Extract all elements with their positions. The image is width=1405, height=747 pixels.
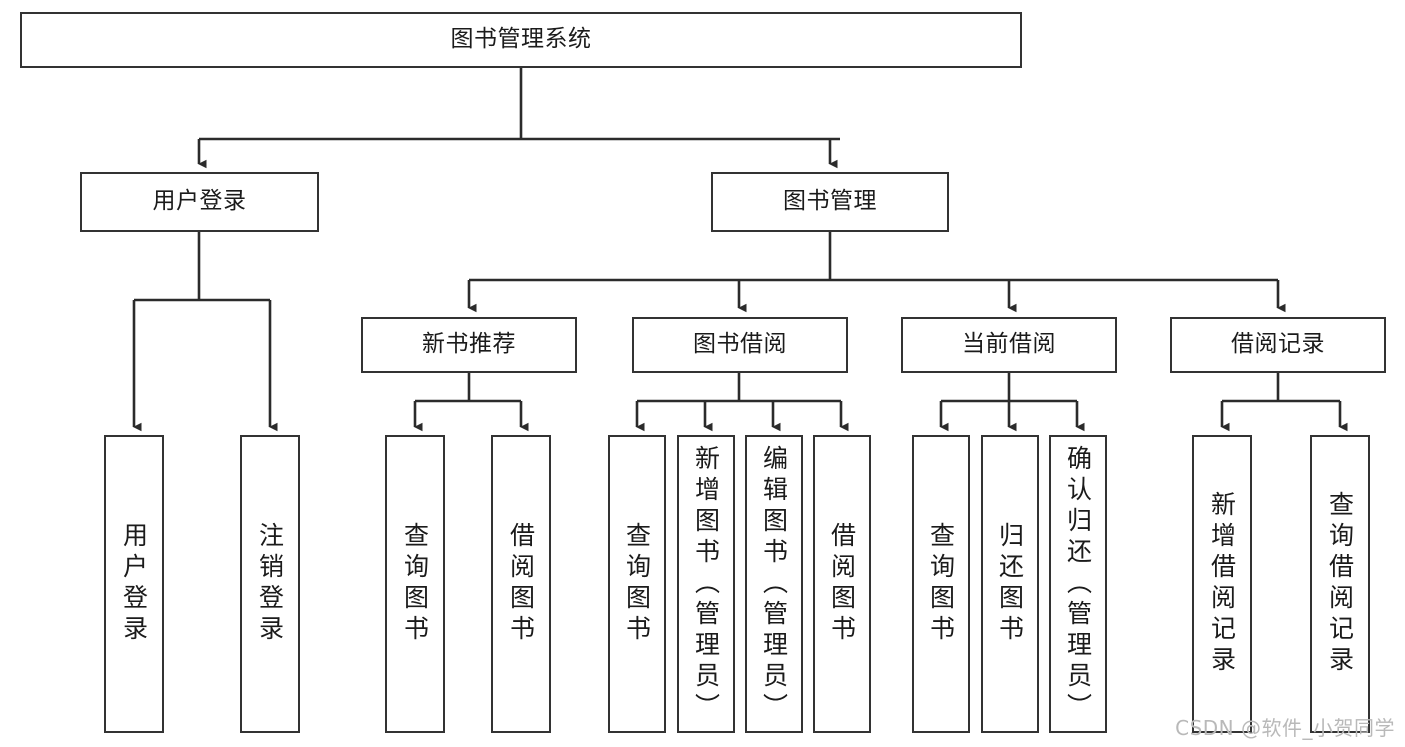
- node-book-borrow[interactable]: 图书借阅: [632, 317, 848, 373]
- node-label: 注销登录: [255, 522, 285, 646]
- leaf-user-login-login[interactable]: 用户登录: [104, 435, 164, 733]
- node-label: 归还图书: [995, 522, 1025, 646]
- node-book-management[interactable]: 图书管理: [711, 172, 949, 232]
- node-label: 用户登录: [119, 522, 149, 646]
- node-label: 确认归还（管理员）: [1063, 444, 1093, 724]
- node-label: 编辑图书（管理员）: [759, 444, 789, 724]
- node-label: 新增图书（管理员）: [691, 444, 721, 724]
- node-label: 借阅记录: [1231, 331, 1325, 358]
- node-borrow-record[interactable]: 借阅记录: [1170, 317, 1386, 373]
- node-label: 新增借阅记录: [1207, 491, 1237, 677]
- leaf-current-borrow-query[interactable]: 查询图书: [912, 435, 970, 733]
- node-label: 借阅图书: [506, 522, 536, 646]
- leaf-user-login-logout[interactable]: 注销登录: [240, 435, 300, 733]
- leaf-book-borrow-query[interactable]: 查询图书: [608, 435, 666, 733]
- node-label: 查询图书: [400, 522, 430, 646]
- leaf-current-borrow-confirm-return[interactable]: 确认归还（管理员）: [1049, 435, 1107, 733]
- node-label: 查询借阅记录: [1325, 491, 1355, 677]
- leaf-new-book-borrow[interactable]: 借阅图书: [491, 435, 551, 733]
- node-label: 借阅图书: [827, 522, 857, 646]
- node-label: 新书推荐: [422, 331, 516, 358]
- node-user-login[interactable]: 用户登录: [80, 172, 319, 232]
- leaf-book-borrow-add[interactable]: 新增图书（管理员）: [677, 435, 735, 733]
- watermark-text: CSDN @软件_小贺同学: [1175, 716, 1395, 740]
- node-new-book-recommend[interactable]: 新书推荐: [361, 317, 577, 373]
- leaf-book-borrow-edit[interactable]: 编辑图书（管理员）: [745, 435, 803, 733]
- node-label: 图书管理系统: [450, 26, 592, 53]
- leaf-new-book-query[interactable]: 查询图书: [385, 435, 445, 733]
- node-label: 用户登录: [152, 188, 247, 215]
- node-label: 查询图书: [926, 522, 956, 646]
- node-current-borrow[interactable]: 当前借阅: [901, 317, 1117, 373]
- leaf-borrow-record-query[interactable]: 查询借阅记录: [1310, 435, 1370, 733]
- node-label: 图书管理: [783, 188, 877, 215]
- node-label: 查询图书: [622, 522, 652, 646]
- node-label: 图书借阅: [693, 331, 787, 358]
- leaf-borrow-record-add[interactable]: 新增借阅记录: [1192, 435, 1252, 733]
- node-root-book-management-system[interactable]: 图书管理系统: [20, 12, 1022, 68]
- leaf-book-borrow-borrow[interactable]: 借阅图书: [813, 435, 871, 733]
- node-label: 当前借阅: [962, 331, 1056, 358]
- leaf-current-borrow-return[interactable]: 归还图书: [981, 435, 1039, 733]
